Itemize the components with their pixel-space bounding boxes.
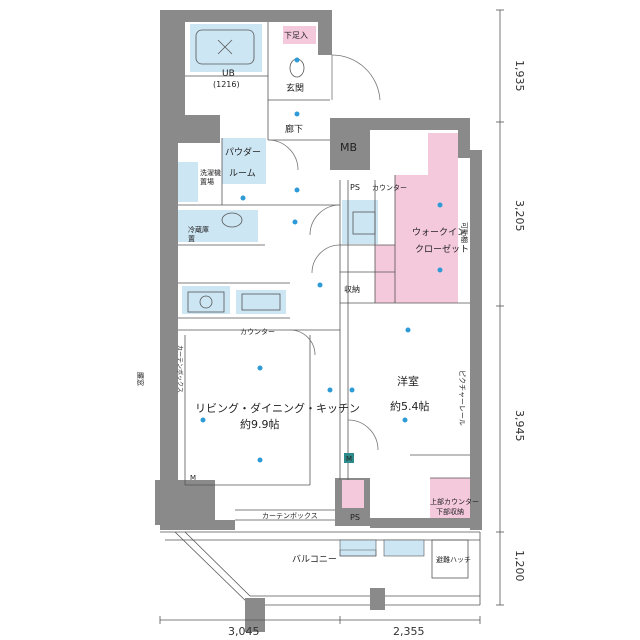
label-wic-1: ウォークイン [412, 227, 466, 238]
label-ldk-area: 約9.9帖 [240, 417, 280, 431]
label-balcony: バルコニー [292, 554, 337, 565]
label-curtain-box-side: カーテンボックス [176, 345, 184, 393]
label-picture-rail: ピクチャーレール [458, 370, 466, 426]
label-ps-bottom: PS [350, 513, 360, 522]
fixture-dots [200, 57, 443, 463]
label-western-area: 約5.4帖 [390, 399, 430, 413]
label-ps-top: PS [350, 183, 360, 192]
label-western: 洋室 [397, 374, 419, 388]
label-powder-1: パウダー [225, 146, 261, 158]
label-roka: 廊下 [285, 123, 303, 135]
room-labels: 下足入 UB (1216) 玄関 廊下 MB パウダー ルーム 洗濯機 置場 冷… [136, 31, 479, 565]
label-genkan: 玄関 [286, 82, 304, 94]
doors [267, 54, 381, 451]
label-hatch: 避難ハッチ [436, 555, 471, 564]
closet-areas [342, 133, 470, 518]
label-washer-2: 置場 [200, 177, 214, 186]
label-counter-vertical: カウンター [372, 183, 407, 192]
label-ub: UB [222, 69, 235, 79]
label-m-right: M [346, 455, 352, 463]
label-mb: MB [340, 141, 357, 154]
label-curtain-box: カーテンボックス [262, 512, 318, 520]
label-fridge-1: 冷蔵庫 [188, 225, 209, 234]
label-washer-1: 洗濯機 [200, 168, 221, 177]
dim-right-3: 3,945 [513, 410, 526, 442]
label-ldk: リビング・ダイニング・キッチン [195, 401, 360, 415]
balcony [160, 531, 481, 632]
label-upper-counter-2: 下部収納 [436, 507, 464, 516]
dim-right-1: 1,935 [513, 60, 526, 92]
dimension-lines [159, 9, 504, 624]
label-fridge-2: 置 [188, 235, 195, 243]
dimension-labels: 1,935 3,205 3,945 1,200 3,045 2,355 [228, 60, 526, 638]
label-movable-shelf: 可動棚 [460, 222, 469, 243]
dim-bottom-2: 2,355 [393, 625, 425, 638]
label-upper-counter-1: 上部カウンター [430, 497, 479, 506]
label-counter-horizontal: カウンター [240, 327, 275, 336]
dim-right-2: 3,205 [513, 200, 526, 232]
label-entrance-step: 下足入 [284, 31, 308, 40]
label-m-left: M [190, 474, 196, 482]
interior-walls [178, 22, 470, 521]
label-wic-2: クローゼット [415, 243, 469, 255]
label-powder-2: ルーム [229, 168, 256, 179]
dim-right-4: 1,200 [513, 550, 526, 582]
label-window-side: 腰窓 [136, 372, 145, 386]
label-ub-size: (1216) [213, 80, 240, 89]
walls [155, 10, 482, 530]
label-storage: 収納 [344, 284, 360, 294]
dim-bottom-1: 3,045 [228, 625, 260, 638]
